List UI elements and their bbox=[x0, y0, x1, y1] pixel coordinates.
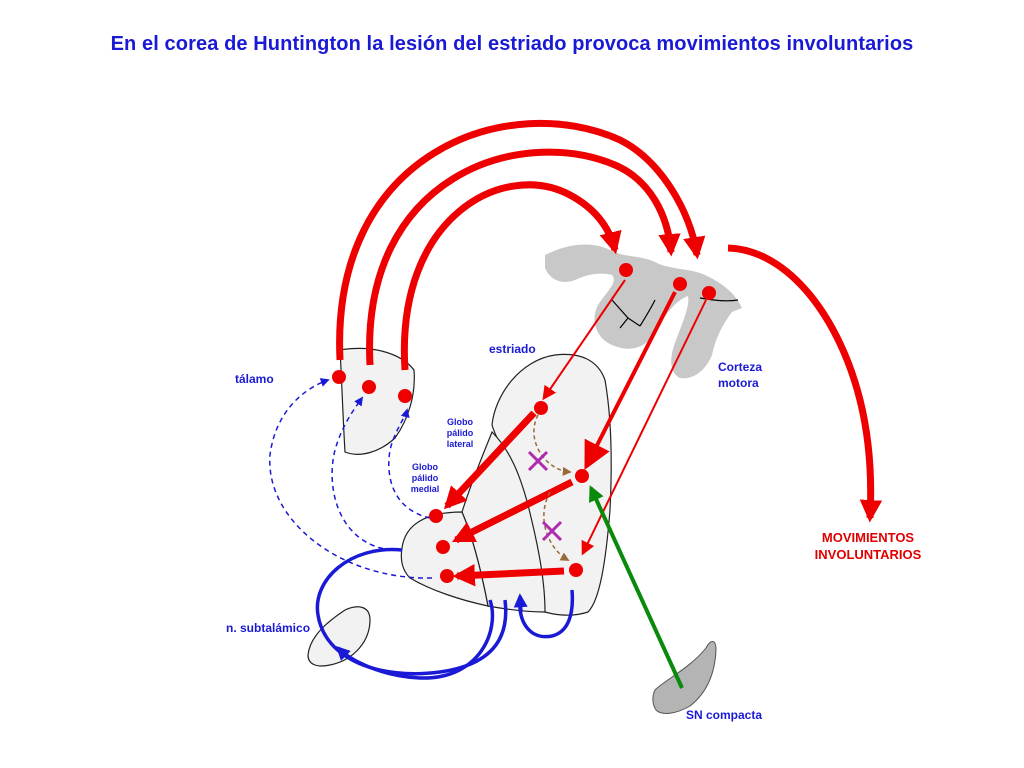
estriado-label: estriado bbox=[489, 342, 536, 356]
subthalamic-loop bbox=[315, 547, 575, 680]
motor-cortex-shape bbox=[545, 244, 742, 379]
movimientos-label-line2: INVOLUNTARIOS bbox=[815, 547, 922, 562]
nigrostriatal-projection bbox=[589, 485, 684, 689]
gp-medial-label-line3: medial bbox=[411, 484, 440, 494]
corteza-label-line2: motora bbox=[718, 376, 759, 390]
sn-compacta-shape bbox=[652, 641, 717, 714]
pallidothalamic-dashed bbox=[269, 378, 433, 579]
thalamocortical-loops bbox=[336, 119, 706, 371]
gp-lateral-label-line1: Globo bbox=[447, 417, 473, 427]
thalamus-shape bbox=[339, 347, 415, 455]
talamo-label: tálamo bbox=[235, 372, 274, 386]
lesion-x-marks bbox=[527, 450, 563, 542]
gp-medial-label-line1: Globo bbox=[412, 462, 438, 472]
gp-medial-label-line2: pálido bbox=[412, 473, 439, 483]
indirect-pathway-dashed bbox=[533, 414, 572, 561]
sn-compacta-label: SN compacta bbox=[686, 708, 762, 722]
page-title: En el corea de Huntington la lesión del … bbox=[110, 33, 914, 55]
neuron-nodes bbox=[332, 263, 716, 583]
subthalamic-nucleus-shape bbox=[307, 606, 371, 667]
movimientos-label-line1: MOVIMIENTOS bbox=[822, 530, 915, 545]
subtalamico-label: n. subtalámico bbox=[226, 621, 310, 635]
striatopallidal-projections bbox=[443, 410, 574, 587]
involuntary-movement-arrow bbox=[727, 244, 883, 523]
corteza-label-line1: Corteza bbox=[718, 360, 762, 374]
gp-lateral-label-line3: lateral bbox=[447, 439, 474, 449]
gp-lateral-label-line2: pálido bbox=[447, 428, 474, 438]
